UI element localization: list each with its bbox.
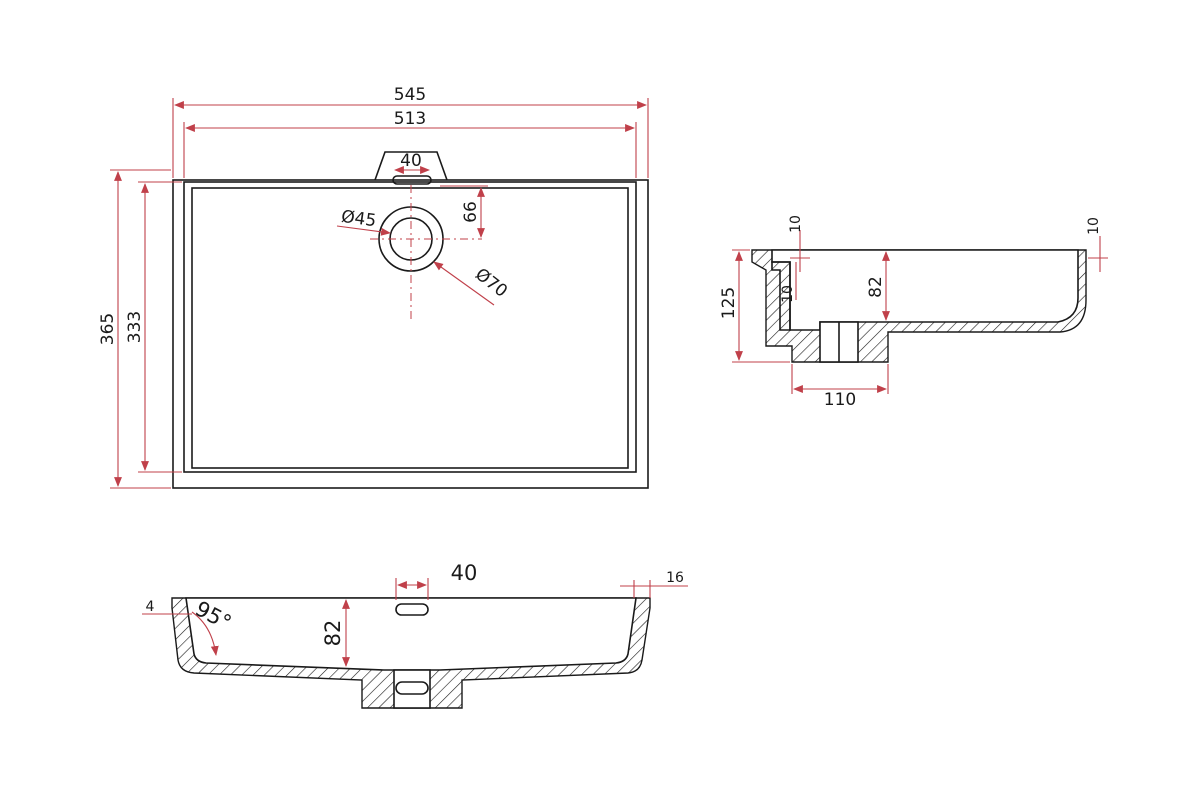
dim-side-82-label: 82 xyxy=(866,276,886,298)
top-view: 545 513 40 66 Ø45 Ø70 365 333 xyxy=(98,85,649,489)
dim-side-10-wall-label: 10 xyxy=(780,285,796,303)
front-drain-bore xyxy=(393,669,431,709)
overflow-slot xyxy=(392,175,432,185)
dim-angle-arc xyxy=(191,611,219,656)
side-section-view: 10 10 10 82 125 110 xyxy=(719,215,1108,410)
front-drain-slot xyxy=(395,681,429,695)
dim-d70-label: Ø70 xyxy=(471,264,511,301)
dim-4-label: 4 xyxy=(146,599,155,615)
dim-d70-leader xyxy=(433,261,495,306)
side-basin-cavity xyxy=(771,249,1079,331)
top-view-basin-outline xyxy=(191,187,629,469)
dim-overflow-40-label: 40 xyxy=(400,151,422,171)
dim-545-label: 545 xyxy=(394,85,426,105)
front-overflow-slot xyxy=(395,603,429,616)
dim-d45-label: Ø45 xyxy=(340,207,377,232)
front-section-view: 40 16 4 95° 82 xyxy=(142,561,688,709)
dim-365-label: 365 xyxy=(98,313,118,345)
dim-d45-leader xyxy=(336,225,391,236)
dim-110-label: 110 xyxy=(824,390,856,410)
dim-66-label: 66 xyxy=(461,201,481,223)
dim-125-label: 125 xyxy=(719,287,739,319)
top-view-inner-outline xyxy=(183,181,637,473)
dim-513-label: 513 xyxy=(394,109,426,129)
overflow-notch xyxy=(374,151,448,181)
dim-333-label: 333 xyxy=(125,311,145,343)
dim-16-label: 16 xyxy=(666,570,684,586)
side-overflow-channel xyxy=(771,261,791,331)
front-basin-cavity xyxy=(185,597,637,671)
dim-front-40-label: 40 xyxy=(451,561,478,585)
dim-front-82-label: 82 xyxy=(321,620,345,647)
dim-side-10-left-label: 10 xyxy=(788,215,804,233)
dim-side-10-right-label: 10 xyxy=(1086,217,1102,235)
top-view-outer-outline xyxy=(172,179,649,489)
